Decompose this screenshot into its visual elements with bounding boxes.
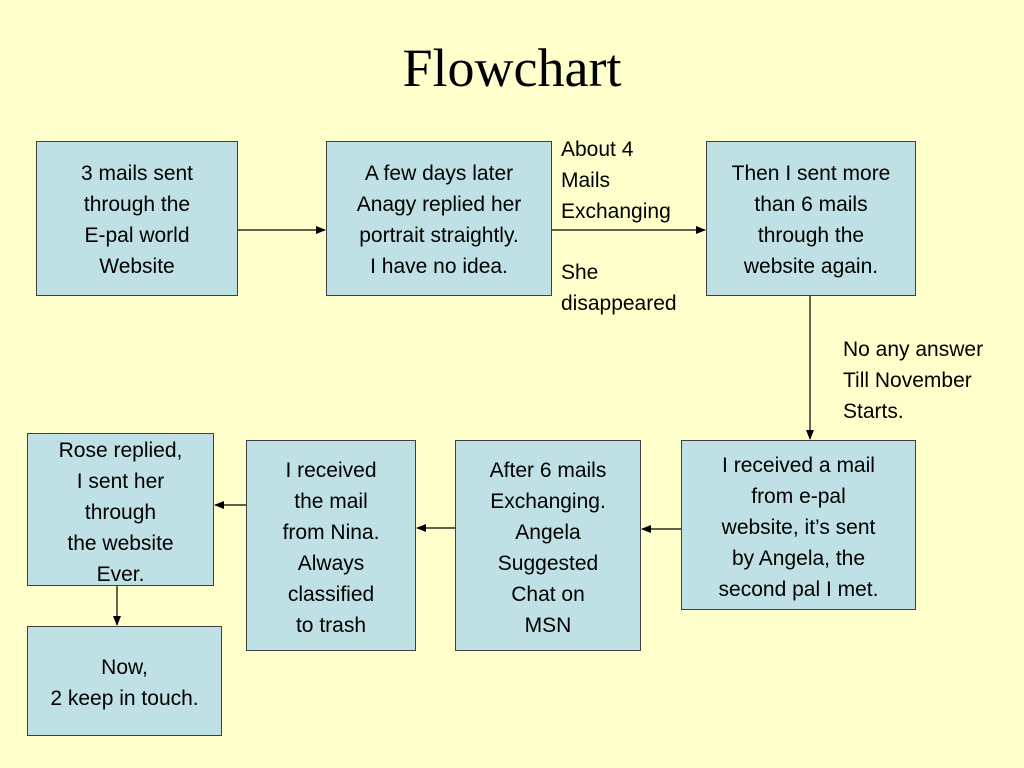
node-line: through: [84, 501, 157, 524]
node-line: second pal I met.: [718, 578, 879, 601]
node-line: Website: [99, 255, 175, 278]
note-line: Mails: [561, 169, 611, 192]
node-line: through the: [757, 224, 865, 247]
node-line: 2 keep in touch.: [50, 687, 199, 710]
node-sent-more-mails: Then I sent more than 6 mails through th…: [706, 141, 916, 296]
note-no-answer: No any answer Till November Starts.: [843, 334, 983, 427]
node-line: Exchanging.: [490, 490, 606, 513]
node-line: Ever.: [96, 563, 145, 586]
node-line: I sent her: [76, 470, 165, 493]
node-line: I received a mail: [722, 454, 875, 477]
node-line: Suggested: [497, 552, 599, 575]
note-line: She: [561, 261, 599, 284]
node-angela-msn: After 6 mails Exchanging. Angela Suggest…: [455, 440, 641, 651]
node-mails-sent: 3 mails sent through the E-pal world Web…: [36, 141, 238, 296]
node-anagy-replied: A few days later Anagy replied her portr…: [326, 141, 552, 296]
node-line: Always: [297, 552, 365, 575]
node-line: website again.: [743, 255, 879, 278]
node-line: than 6 mails: [754, 193, 868, 216]
node-line: from e-pal: [751, 485, 846, 508]
node-line: Anagy replied her: [356, 193, 522, 216]
node-line: the mail: [294, 490, 368, 513]
note-line: disappeared: [561, 292, 677, 315]
note-she-disappeared: She disappeared: [561, 257, 677, 319]
note-line: Exchanging: [561, 200, 671, 223]
node-line: After 6 mails: [489, 459, 607, 482]
node-line: to trash: [295, 614, 367, 637]
node-line: Now,: [101, 656, 148, 679]
node-line: the website: [67, 532, 174, 555]
node-line: Then I sent more: [731, 162, 891, 185]
node-nina-trash: I received the mail from Nina. Always cl…: [246, 440, 416, 651]
node-line: through the: [83, 193, 191, 216]
node-line: E-pal world: [84, 224, 190, 247]
node-line: 3 mails sent: [80, 162, 194, 185]
node-line: MSN: [524, 614, 572, 637]
note-about-4-mails: About 4 Mails Exchanging: [561, 134, 671, 227]
node-line: from Nina.: [282, 521, 380, 544]
slide-title: Flowchart: [402, 38, 622, 98]
node-line: Angela: [515, 521, 581, 544]
node-line: portrait straightly.: [359, 224, 519, 247]
note-line: About 4: [561, 138, 634, 161]
node-rose-replied: Rose replied, I sent her through the web…: [27, 433, 214, 586]
note-line: Till November: [843, 369, 972, 392]
node-line: I have no idea.: [370, 255, 508, 278]
note-line: Starts.: [843, 400, 904, 423]
node-keep-in-touch: Now, 2 keep in touch.: [27, 626, 222, 736]
node-line: I received: [285, 459, 377, 482]
node-line: website, it’s sent: [721, 516, 876, 539]
node-line: Rose replied,: [58, 439, 183, 462]
node-line: by Angela, the: [731, 547, 866, 570]
note-line: No any answer: [843, 338, 984, 361]
node-line: Chat on: [511, 583, 585, 606]
node-line: A few days later: [364, 162, 514, 185]
node-mail-from-angela: I received a mail from e-pal website, it…: [681, 440, 916, 610]
node-line: classified: [287, 583, 375, 606]
